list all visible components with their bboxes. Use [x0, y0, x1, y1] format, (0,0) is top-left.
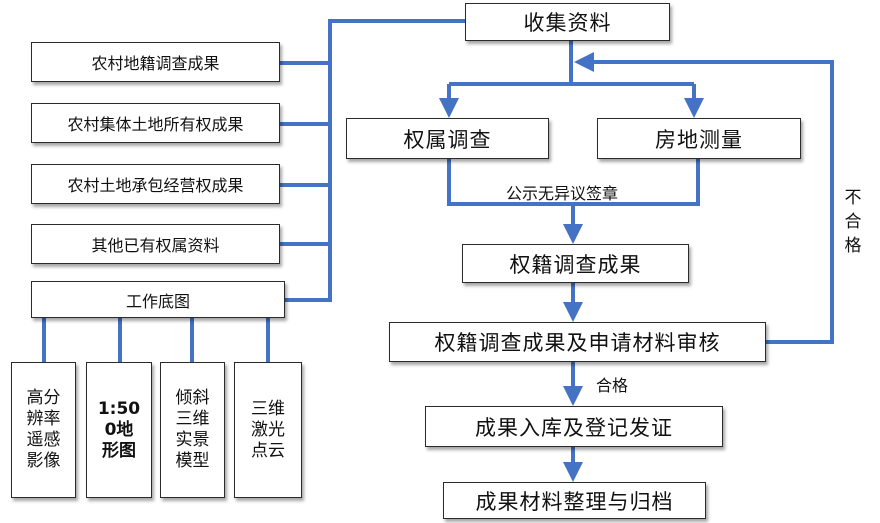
- step-cadastral-result: 权籍调查成果: [462, 244, 689, 283]
- step-archive: 成果材料整理与归档: [443, 482, 706, 519]
- basemap-laser-point-cloud: 三维激光点云: [234, 362, 302, 498]
- source-work-basemap: 工作底图: [31, 281, 285, 318]
- step-collect-data: 收集资料: [465, 3, 670, 41]
- step-ownership-survey: 权属调查: [346, 118, 549, 159]
- connector-fail-loop: [574, 52, 834, 344]
- source-rural-cadastral: 农村地籍调查成果: [31, 42, 280, 82]
- label-pass: 合格: [596, 376, 629, 395]
- step-storage-registration: 成果入库及登记发证: [425, 406, 723, 447]
- label-fail: 不合格: [844, 188, 862, 256]
- source-contract-rights: 农村土地承包经营权成果: [31, 164, 280, 204]
- step-review: 权籍调查成果及申请材料审核: [389, 322, 766, 362]
- label-publicity: 公示无异议签章: [506, 184, 619, 203]
- step-property-surveying: 房地测量: [597, 118, 801, 159]
- basemap-remote-sensing: 高分辨率遥感影像: [11, 362, 76, 498]
- source-collective-ownership: 农村集体土地所有权成果: [31, 103, 280, 143]
- basemap-oblique-3d-model: 倾斜三维实景模型: [160, 362, 225, 498]
- source-existing-ownership: 其他已有权属资料: [31, 224, 280, 264]
